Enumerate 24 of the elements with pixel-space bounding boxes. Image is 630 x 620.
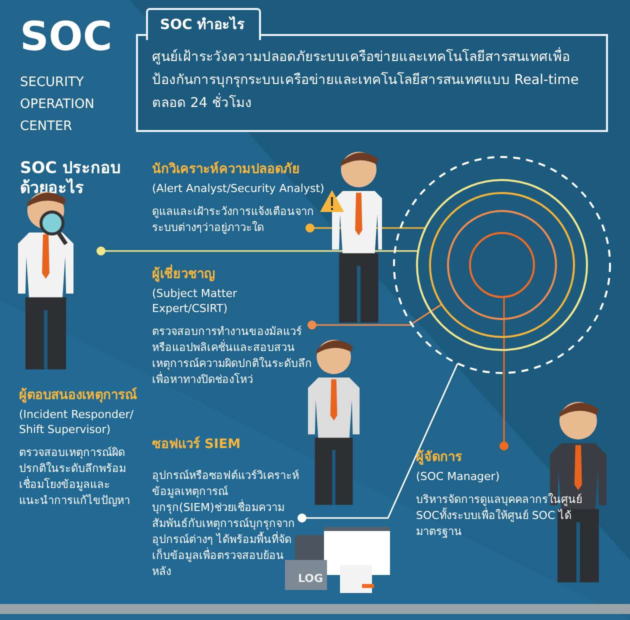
leader-line [500,296,508,450]
role-description: ตรวจสอบเหตุการณ์ผิดปรกติในระดับลึกพร้อมเชื่อมโยงข้อมูลและแนะนำการแก้ไขปัญหา [19,445,131,509]
role-description: ตรวจสอบการทำงานของมัลแวร์หรือแอปพลิเคชั่นและสอบสวนเหตุการณ์ความผิดปกติในระดับลึกเพื่อหาทางปิดช่องโหว่ [152,324,312,388]
role-subtitle: (Alert Analyst/Security Analyst) [152,181,326,196]
role-description: ดูแลและเฝ้าระวังการแจ้งเตือนจากระบบต่างๆว่าอยู่ภาวะใด [152,204,315,236]
role-heading: ผู้เชี่ยวชาญ [152,263,312,284]
role-heading: ซอฟแวร์ SIEM [152,435,242,454]
description-text: ศูนย์เฝ้าระวังความปลอดภัยระบบเครือข่ายและเทคโนโลยีสารสนเทศเพื่อป้องกันการบุกรุกระบบเครือข่ายและเทคโนโลยีสารสนเทศแบบ Real-time ตลอด 24 ชั่วโมง [152,46,580,113]
leader-line [96,246,418,256]
role-heading: นักวิเคราะห์ความปลอดภัย [152,160,301,179]
tab-heading: SOC ทำอะไร [146,8,262,40]
role-subtitle: (Subject Matter Expert/CSIRT) [152,286,238,316]
section-heading: SOC ประกอบด้วยอะไร [20,158,122,198]
role-heading: ผู้จัดการ [416,448,463,467]
role-heading: ผู้ตอบสนองเหตุการณ์ [19,386,138,405]
role-subtitle: (SOC Manager) [416,469,501,484]
subtitle-text: SECURITY OPERATION CENTER [20,74,96,136]
leader-line [308,304,442,330]
role-subtitle: (Incident Responder/ Shift Supervisor) [19,407,134,437]
role-description: บริหารจัดการดูแลบุคคลากรในศูนย์ SOCทั้งระบบเพื่อให้ศูนย์ SOC ได้มาตรฐาน [416,492,583,540]
leader-line [298,363,458,522]
log-label: LOG [298,572,323,585]
title-text: SOC [20,14,112,60]
role-description: อุปกรณ์หรือซอฟต์แวร์วิเคราะห์ข้อมูลเหตุการณ์บุกรุก(SIEM)ช่วยเชื่อมความสัมพันธ์กับเหตุการณ์บุกรุกจากอุปกรณ์ต่างๆ ได้พร้อมพื้นที่จัดเก็บข้อมูลเพื่อตรวจสอบย้อนหลัง [152,468,299,580]
